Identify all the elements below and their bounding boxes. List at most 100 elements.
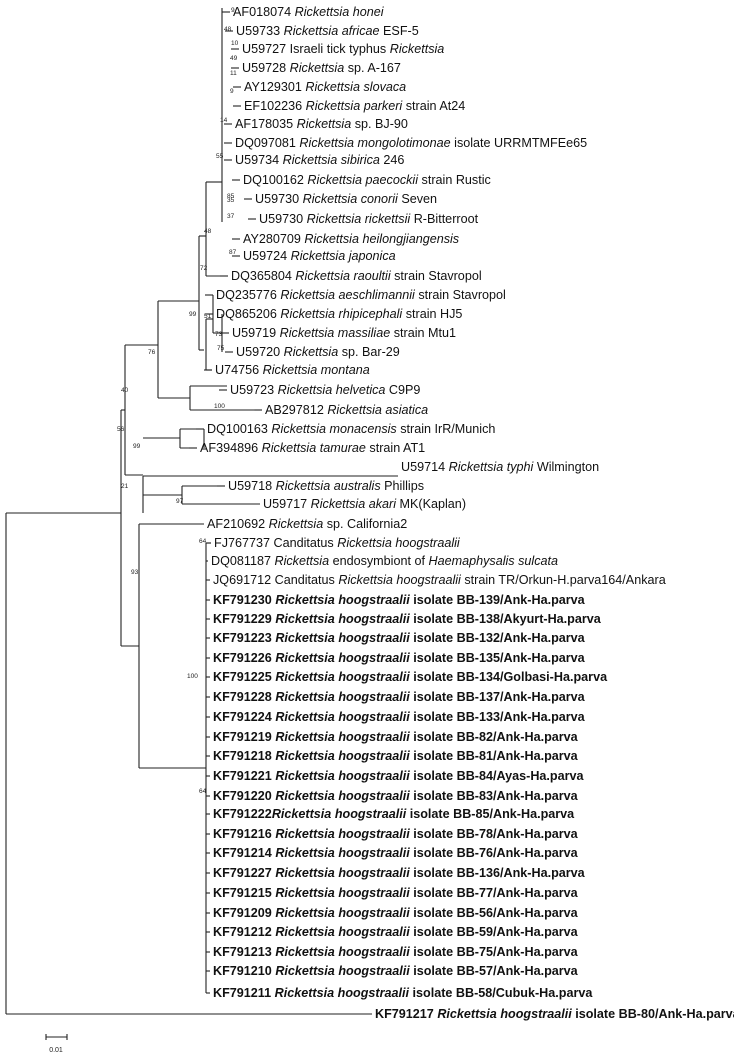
taxon-label-part: Rickettsia (275, 593, 335, 607)
taxon-label-part: Rickettsia (275, 631, 335, 645)
taxon-label: U59734 Rickettsia sibirica 246 (235, 153, 404, 167)
taxon-label-part: isolate BB-133/Ank-Ha.parva (410, 710, 586, 724)
taxon-label-part: KF791209 (213, 906, 275, 920)
taxon-label-part: Haemaphysalis sulcata (425, 554, 558, 568)
taxon-label-part: hoogstraalii (497, 1007, 572, 1021)
taxon-label-part: rhipicephali (335, 307, 403, 321)
taxon-label-part: AF394896 (200, 441, 262, 455)
taxon-label-part: C9P9 (385, 383, 420, 397)
taxon-label-part: hoogstraalii (335, 846, 410, 860)
taxon-label: DQ235776 Rickettsia aeschlimannii strain… (216, 288, 506, 302)
taxon-label-part: DQ100162 (243, 173, 307, 187)
taxon-label-part: KF791219 (213, 730, 275, 744)
taxon-label-part: isolate BB-78/Ank-Ha.parva (410, 827, 579, 841)
taxon-label-part: Rickettsia (275, 749, 335, 763)
taxon-label-part: Israeli tick typhus (290, 42, 390, 56)
bootstrap-value: 48 (224, 26, 232, 33)
taxon-label-part: parkeri (360, 99, 403, 113)
taxon-label-part: isolate BB-76/Ank-Ha.parva (410, 846, 579, 860)
bootstrap-value: 64 (199, 788, 207, 795)
taxon-label-part: JQ691712 (213, 573, 275, 587)
taxon-label-part: Rickettsia (275, 827, 335, 841)
taxon-label-part: U59717 (263, 497, 311, 511)
taxon-label-part: KF791218 (213, 749, 275, 763)
taxon-label-part: Rickettsia (307, 212, 362, 226)
bootstrap-value: 56 (117, 426, 125, 433)
taxon-label-part: isolate BB-85/Ank-Ha.parva (406, 807, 575, 821)
taxon-label-part: KF791229 (213, 612, 275, 626)
taxon-label: KF791212 Rickettsia hoogstraalii isolate… (213, 925, 579, 939)
taxon-label: KF791226 Rickettsia hoogstraalii isolate… (213, 651, 586, 665)
taxon-label-part: isolate BB-136/Ank-Ha.parva (410, 866, 586, 880)
taxon-label-part: KF791225 (213, 670, 275, 684)
taxon-label: AY129301 Rickettsia slovaca (244, 80, 406, 94)
taxon-label-part: KF791217 (375, 1007, 437, 1021)
taxon-label-part: Rickettsia (275, 945, 335, 959)
taxon-label-part: Rickettsia (275, 906, 335, 920)
taxon-label-part: KF791210 (213, 964, 275, 978)
taxon-label-part: DQ365804 (231, 269, 295, 283)
bootstrap-value: 40 (121, 387, 129, 394)
taxon-label-part: U59734 (235, 153, 283, 167)
taxon-label-part: hoogstraalii (335, 631, 410, 645)
taxon-label: KF791214 Rickettsia hoogstraalii isolate… (213, 846, 579, 860)
taxon-label: U74756 Rickettsia montana (215, 363, 370, 377)
taxon-label-part: U59733 (236, 24, 284, 38)
taxon-label-part: AB297812 (265, 403, 327, 417)
taxon-label: AB297812 Rickettsia asiatica (265, 403, 428, 417)
taxon-label-part: MK(Kaplan) (396, 497, 466, 511)
taxon-label-part: hoogstraalii (335, 730, 410, 744)
taxon-label-part: hoogstraalii (335, 945, 410, 959)
taxon-label-part: Rickettsia (280, 288, 335, 302)
taxon-label: U59730 Rickettsia conorii Seven (255, 192, 437, 206)
bootstrap-value: 72 (200, 265, 208, 272)
taxon-label-part: isolate URRMTMFEe65 (451, 136, 587, 150)
taxon-label-part: Rickettsia (305, 80, 360, 94)
taxon-label-part: Rickettsia (338, 573, 393, 587)
taxon-label-part: monacensis (326, 422, 397, 436)
taxon-label-part: rickettsii (361, 212, 411, 226)
taxon-label: KF791223 Rickettsia hoogstraalii isolate… (213, 631, 586, 645)
taxon-label-part: DQ235776 (216, 288, 280, 302)
taxon-label-part: Rickettsia (275, 612, 335, 626)
taxon-label: U59718 Rickettsia australis Phillips (228, 479, 424, 493)
taxon-label: U59724 Rickettsia japonica (243, 249, 396, 263)
taxon-label-part: KF791216 (213, 827, 275, 841)
taxon-label-part: africae (338, 24, 379, 38)
taxon-label-part: Rickettsia (274, 554, 329, 568)
taxon-label-part: Rickettsia (269, 517, 324, 531)
taxon-label-part: Rickettsia (327, 403, 382, 417)
taxon-label-part: U59727 (242, 42, 290, 56)
taxon-label-part: hoogstraalii (335, 670, 410, 684)
taxon-label: U59717 Rickettsia akari MK(Kaplan) (263, 497, 466, 511)
taxon-label: DQ100163 Rickettsia monacensis strain Ir… (207, 422, 495, 436)
taxon-label-part: Rickettsia (263, 363, 318, 377)
taxon-label-part: U59719 (232, 326, 280, 340)
taxon-label-part: KF791224 (213, 710, 275, 724)
taxon-label-part: isolate BB-57/Ank-Ha.parva (410, 964, 579, 978)
taxon-label-part: hoogstraalii (393, 573, 462, 587)
bootstrap-value: 99 (189, 311, 197, 318)
taxon-label-part: AF018074 (233, 5, 295, 19)
taxon-label: KF791228 Rickettsia hoogstraalii isolate… (213, 690, 586, 704)
bootstrap-value: 100 (214, 403, 225, 410)
taxon-label-part: asiatica (382, 403, 428, 417)
taxon-label: KF791218 Rickettsia hoogstraalii isolate… (213, 749, 579, 763)
bootstrap-value: 10 (231, 40, 239, 47)
taxon-label: U59720 Rickettsia sp. Bar-29 (236, 345, 400, 359)
taxon-label-part: hoogstraalii (335, 886, 410, 900)
taxon-label-part: Rickettsia (311, 497, 366, 511)
taxon-label-part: U59730 (259, 212, 307, 226)
taxon-label-part: KF791226 (213, 651, 275, 665)
taxon-label-part: Rickettsia (275, 866, 335, 880)
bootstrap-value: 64 (199, 538, 207, 545)
taxon-label-part: japonica (345, 249, 395, 263)
taxon-label: KF791230 Rickettsia hoogstraalii isolate… (213, 593, 586, 607)
taxon-label: U59723 Rickettsia helvetica C9P9 (230, 383, 420, 397)
taxon-label-part: U59718 (228, 479, 276, 493)
taxon-label-part: Rickettsia (337, 536, 392, 550)
taxon-label: KF791217 Rickettsia hoogstraalii isolate… (375, 1007, 734, 1021)
taxon-label-part: U74756 (215, 363, 263, 377)
taxon-label-part: raoultii (350, 269, 392, 283)
